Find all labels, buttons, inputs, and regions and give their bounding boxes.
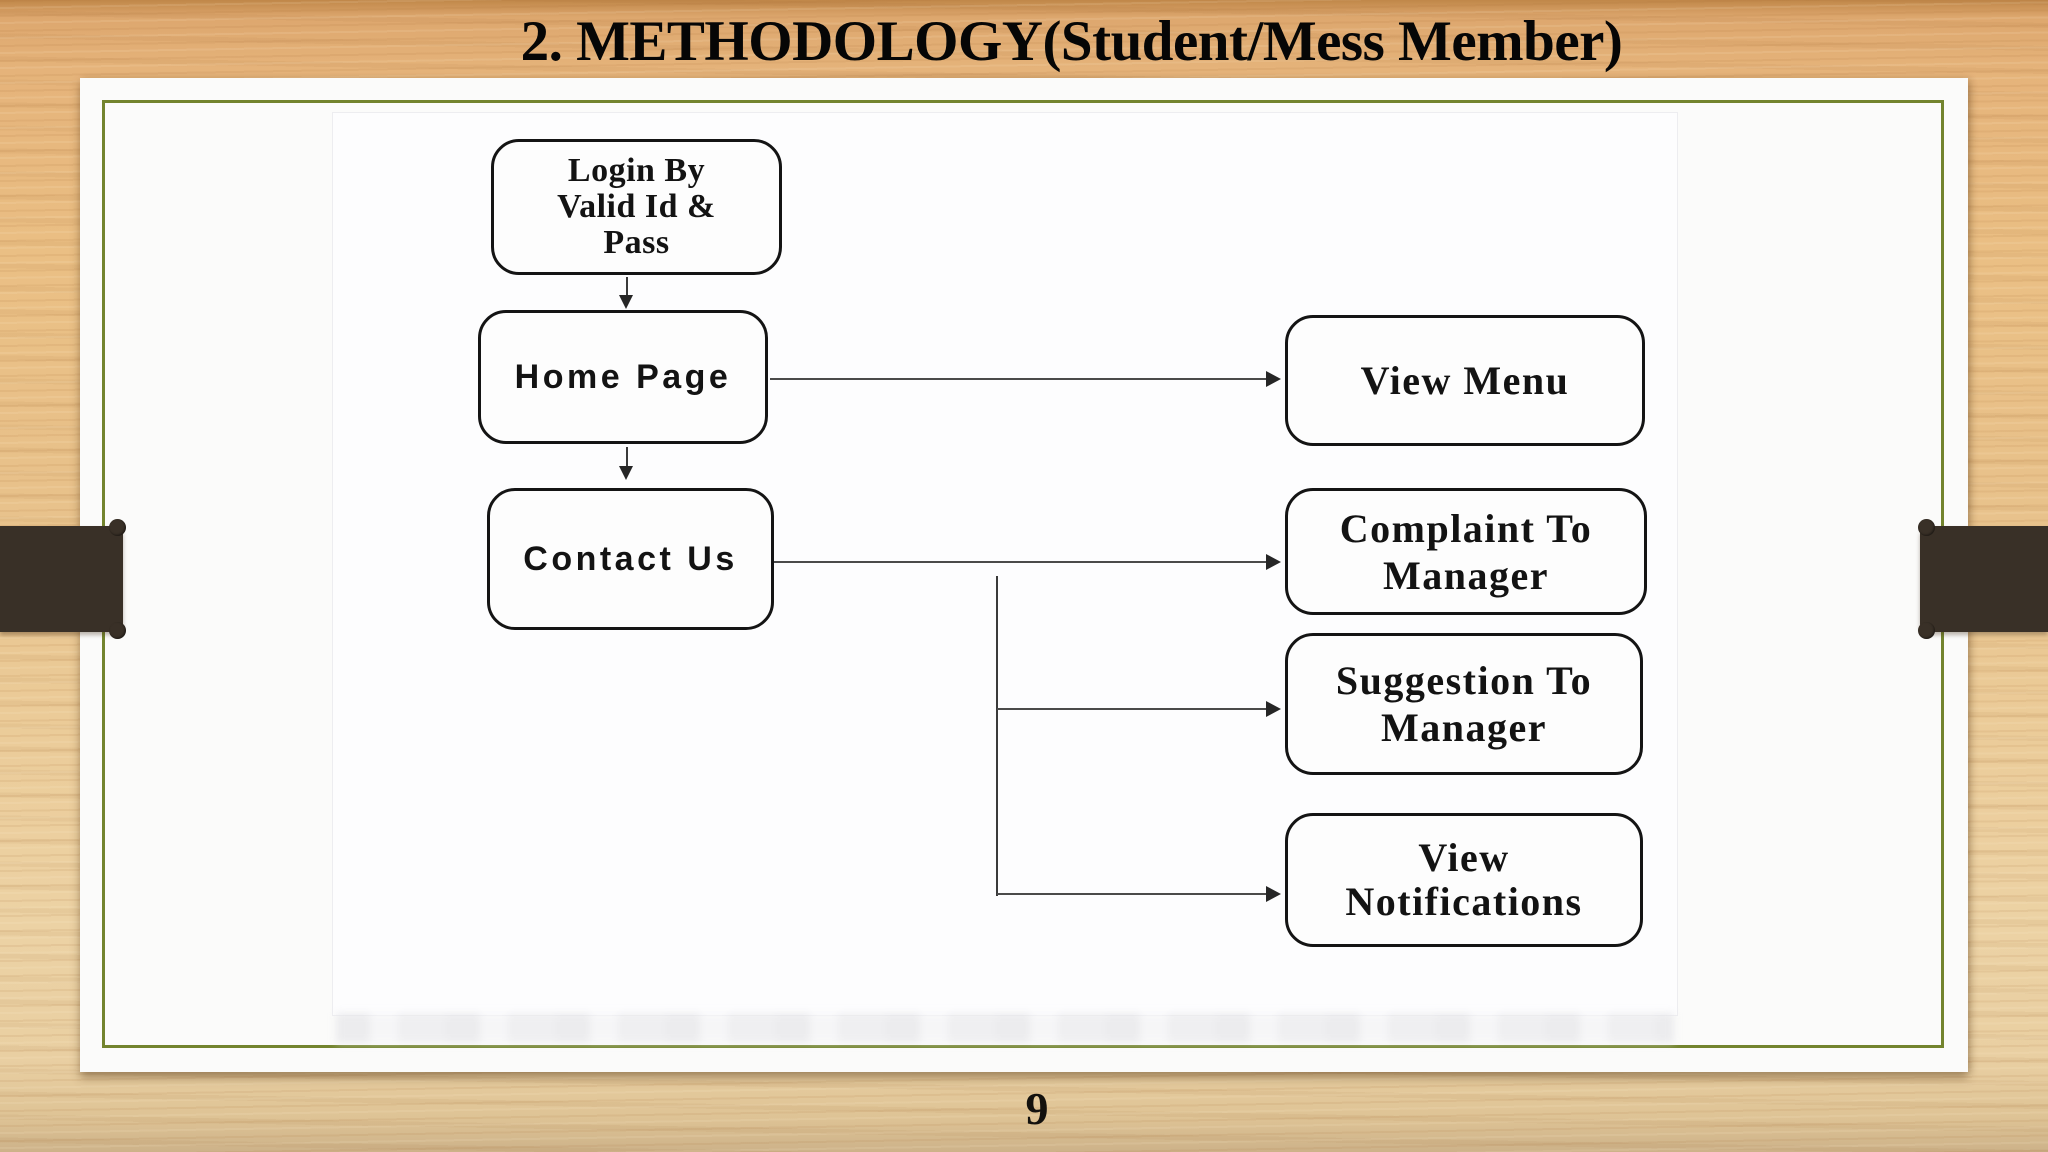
connector-login-to-home	[626, 277, 628, 297]
node-label: Contact Us	[523, 539, 738, 578]
connector-branch-vertical	[996, 576, 998, 896]
flowchart-node-view-notifications: View Notifications	[1285, 813, 1643, 947]
node-label: Suggestion To Manager	[1335, 658, 1593, 750]
arrowhead-down-icon	[619, 466, 633, 480]
page-number: 9	[1025, 1083, 1049, 1134]
flowchart-node-login: Login By Valid Id & Pass	[491, 139, 782, 275]
slide-title: 2. METHODOLOGY(Student/Mess Member)	[520, 10, 1623, 73]
connector-contact-to-notifications	[997, 893, 1266, 895]
connector-home-to-view-menu	[770, 378, 1266, 380]
arrowhead-down-icon	[619, 295, 633, 309]
ribbon-knob	[109, 622, 126, 639]
node-label: View Notifications	[1345, 835, 1583, 924]
node-label: Login By Valid Id & Pass	[557, 152, 716, 261]
connector-contact-to-suggestion	[997, 708, 1266, 710]
right-ribbon-decoration	[1918, 519, 2048, 639]
flowchart-node-suggestion-to-manager: Suggestion To Manager	[1285, 633, 1643, 775]
flowchart-node-contact-us: Contact Us	[487, 488, 774, 630]
flowchart-node-home-page: Home Page	[478, 310, 768, 444]
ribbon-knob	[109, 519, 126, 536]
node-label: Home Page	[514, 357, 732, 396]
node-label: Complaint To Manager	[1339, 505, 1593, 598]
arrowhead-right-icon	[1266, 554, 1281, 570]
node-label: View Menu	[1360, 358, 1570, 403]
blurred-caption-artifact	[336, 1013, 1674, 1043]
left-ribbon-decoration	[0, 519, 126, 639]
flowchart-node-view-menu: View Menu	[1285, 315, 1645, 446]
connector-home-to-contact	[626, 447, 628, 469]
arrowhead-right-icon	[1266, 701, 1281, 717]
arrowhead-right-icon	[1266, 371, 1281, 387]
ribbon-knob	[1918, 519, 1935, 536]
connector-contact-to-complaint	[774, 561, 1266, 563]
arrowhead-right-icon	[1266, 886, 1281, 902]
ribbon-knob	[1918, 622, 1935, 639]
flowchart-node-complaint-to-manager: Complaint To Manager	[1285, 488, 1647, 615]
